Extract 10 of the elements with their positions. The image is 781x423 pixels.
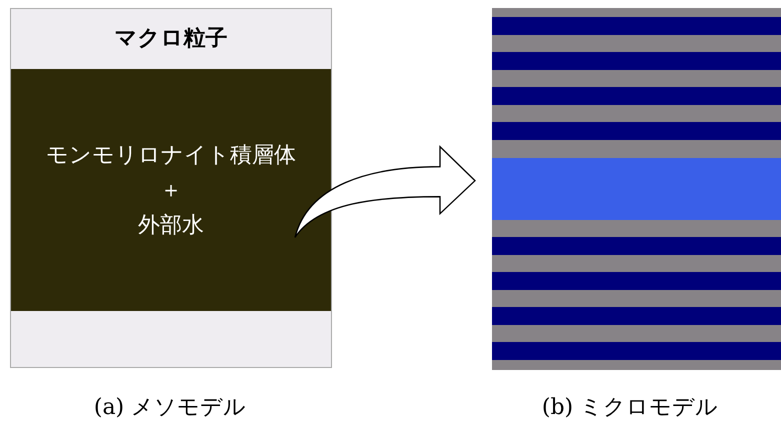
band-label: モンモリロナイト積層体: [46, 142, 296, 170]
plus-sign: ＋: [160, 176, 182, 204]
panel-label: (a) メソモデル: [94, 394, 246, 422]
layer-stack-drawing: [492, 8, 781, 370]
panel-label: (b) ミクロモデル: [542, 394, 718, 422]
band-label: 外部水: [138, 212, 204, 240]
particle-panel: [10, 8, 332, 368]
stack-band: [11, 69, 331, 311]
heading: マクロ粒子: [114, 25, 228, 53]
arrow: [294, 146, 476, 238]
